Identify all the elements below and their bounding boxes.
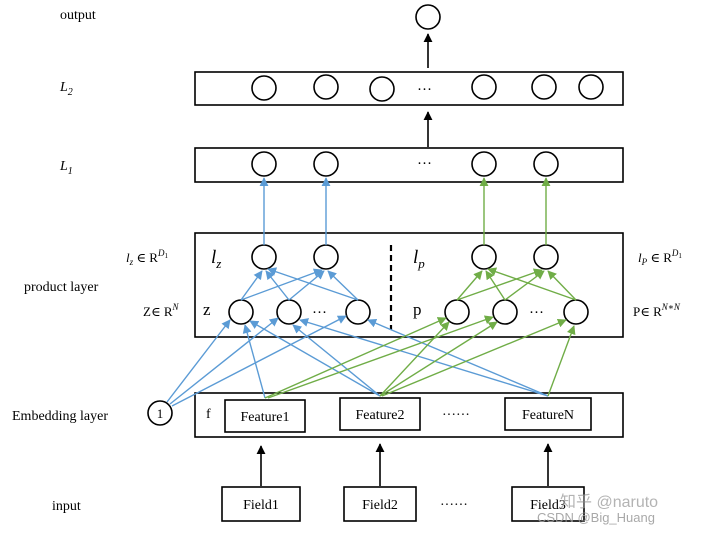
- lp-node: [471, 244, 497, 270]
- lp-inner-label: lp: [413, 247, 425, 271]
- l1-node: [533, 151, 559, 177]
- edge-feature1-p: [267, 315, 494, 399]
- l1-ellipsis: ···: [417, 156, 432, 172]
- feature1-label: Feature1: [241, 410, 290, 425]
- edge-p-lp: [456, 268, 543, 301]
- p-inner-label: p: [413, 300, 422, 319]
- l2-node: [251, 75, 277, 101]
- output-node: [415, 4, 441, 30]
- feature1-box: [224, 399, 306, 433]
- edge-bias-z: [169, 317, 279, 405]
- lp-dimension-label: lP ∈ RD1: [638, 248, 682, 267]
- field1-box: [221, 486, 301, 522]
- edge-p-lp: [504, 270, 545, 301]
- edge-feature1-p: [264, 317, 447, 399]
- output-label: output: [60, 8, 96, 23]
- edge-featureN-z: [367, 319, 549, 397]
- p-ellipsis: ···: [529, 305, 544, 321]
- l1-label: L1: [59, 159, 73, 177]
- l2-node: [578, 74, 604, 100]
- z-node: [276, 299, 302, 325]
- edge-feature2-z: [292, 324, 381, 397]
- edge-feature2-p: [379, 321, 450, 397]
- feature-ellipsis: ······: [442, 408, 470, 423]
- lz-inner-label: lz: [211, 247, 221, 271]
- l2-ellipsis: ···: [417, 82, 432, 98]
- l2-node: [369, 76, 395, 102]
- l1-node: [251, 151, 277, 177]
- l2-node: [531, 74, 557, 100]
- p-dimension-label: P∈ RN∗N: [633, 302, 681, 319]
- embedding-layer-label: Embedding layer: [12, 409, 108, 424]
- edge-p-lp: [456, 270, 483, 301]
- edge-z-lz: [327, 270, 359, 301]
- p-node: [563, 299, 589, 325]
- edge-feature2-p: [379, 321, 498, 397]
- edge-bias-z: [171, 315, 347, 407]
- watermark-csdn: CSDN @Big_Huang: [537, 510, 655, 525]
- p-node: [444, 299, 470, 325]
- field1-label: Field1: [243, 498, 279, 513]
- l2-node: [313, 74, 339, 100]
- edge-bias-z: [166, 319, 231, 403]
- edge-z-lz: [288, 270, 325, 301]
- feature2-box: [339, 397, 421, 431]
- edge-feature2-p: [381, 318, 567, 397]
- z-node: [228, 299, 254, 325]
- product-layer-label: product layer: [24, 280, 99, 295]
- z-dimension-label: Z∈ RN: [143, 302, 180, 319]
- field2-box: [343, 486, 417, 522]
- z-ellipsis: ···: [312, 305, 327, 321]
- z-inner-label: z: [203, 300, 211, 319]
- edge-feature1-z: [242, 324, 266, 399]
- input-label: input: [52, 499, 81, 514]
- feature2-label: Feature2: [356, 408, 405, 423]
- edge-feature2-z: [249, 320, 381, 397]
- watermark-zhihu: 知乎 @naruto: [560, 493, 658, 511]
- field-ellipsis: ······: [440, 498, 468, 513]
- edge-p-lp: [547, 270, 577, 301]
- edge-p-lp: [487, 267, 577, 301]
- edge-featureN-z: [299, 318, 549, 397]
- featureN-label: FeatureN: [522, 408, 574, 423]
- edge-featureN-p: [547, 325, 576, 397]
- embedding-f-label: f: [206, 407, 211, 422]
- edge-z-lz: [240, 268, 323, 301]
- l1-node: [313, 151, 339, 177]
- bias-label: 1: [157, 406, 164, 421]
- edge-z-lz: [240, 270, 263, 301]
- featureN-box: [504, 397, 592, 431]
- l2-label: L2: [59, 80, 73, 98]
- l2-node: [471, 74, 497, 100]
- field3-box: [511, 486, 585, 522]
- field3-label: Field3: [530, 498, 566, 513]
- lz-dimension-label: lz ∈ RD1: [126, 248, 168, 267]
- field2-label: Field2: [362, 498, 398, 513]
- lz-node: [313, 244, 339, 270]
- edge-z-lz: [267, 267, 359, 301]
- bias-node: [147, 400, 173, 426]
- l1-node: [471, 151, 497, 177]
- z-node: [345, 299, 371, 325]
- lz-node: [251, 244, 277, 270]
- lp-node: [533, 244, 559, 270]
- p-node: [492, 299, 518, 325]
